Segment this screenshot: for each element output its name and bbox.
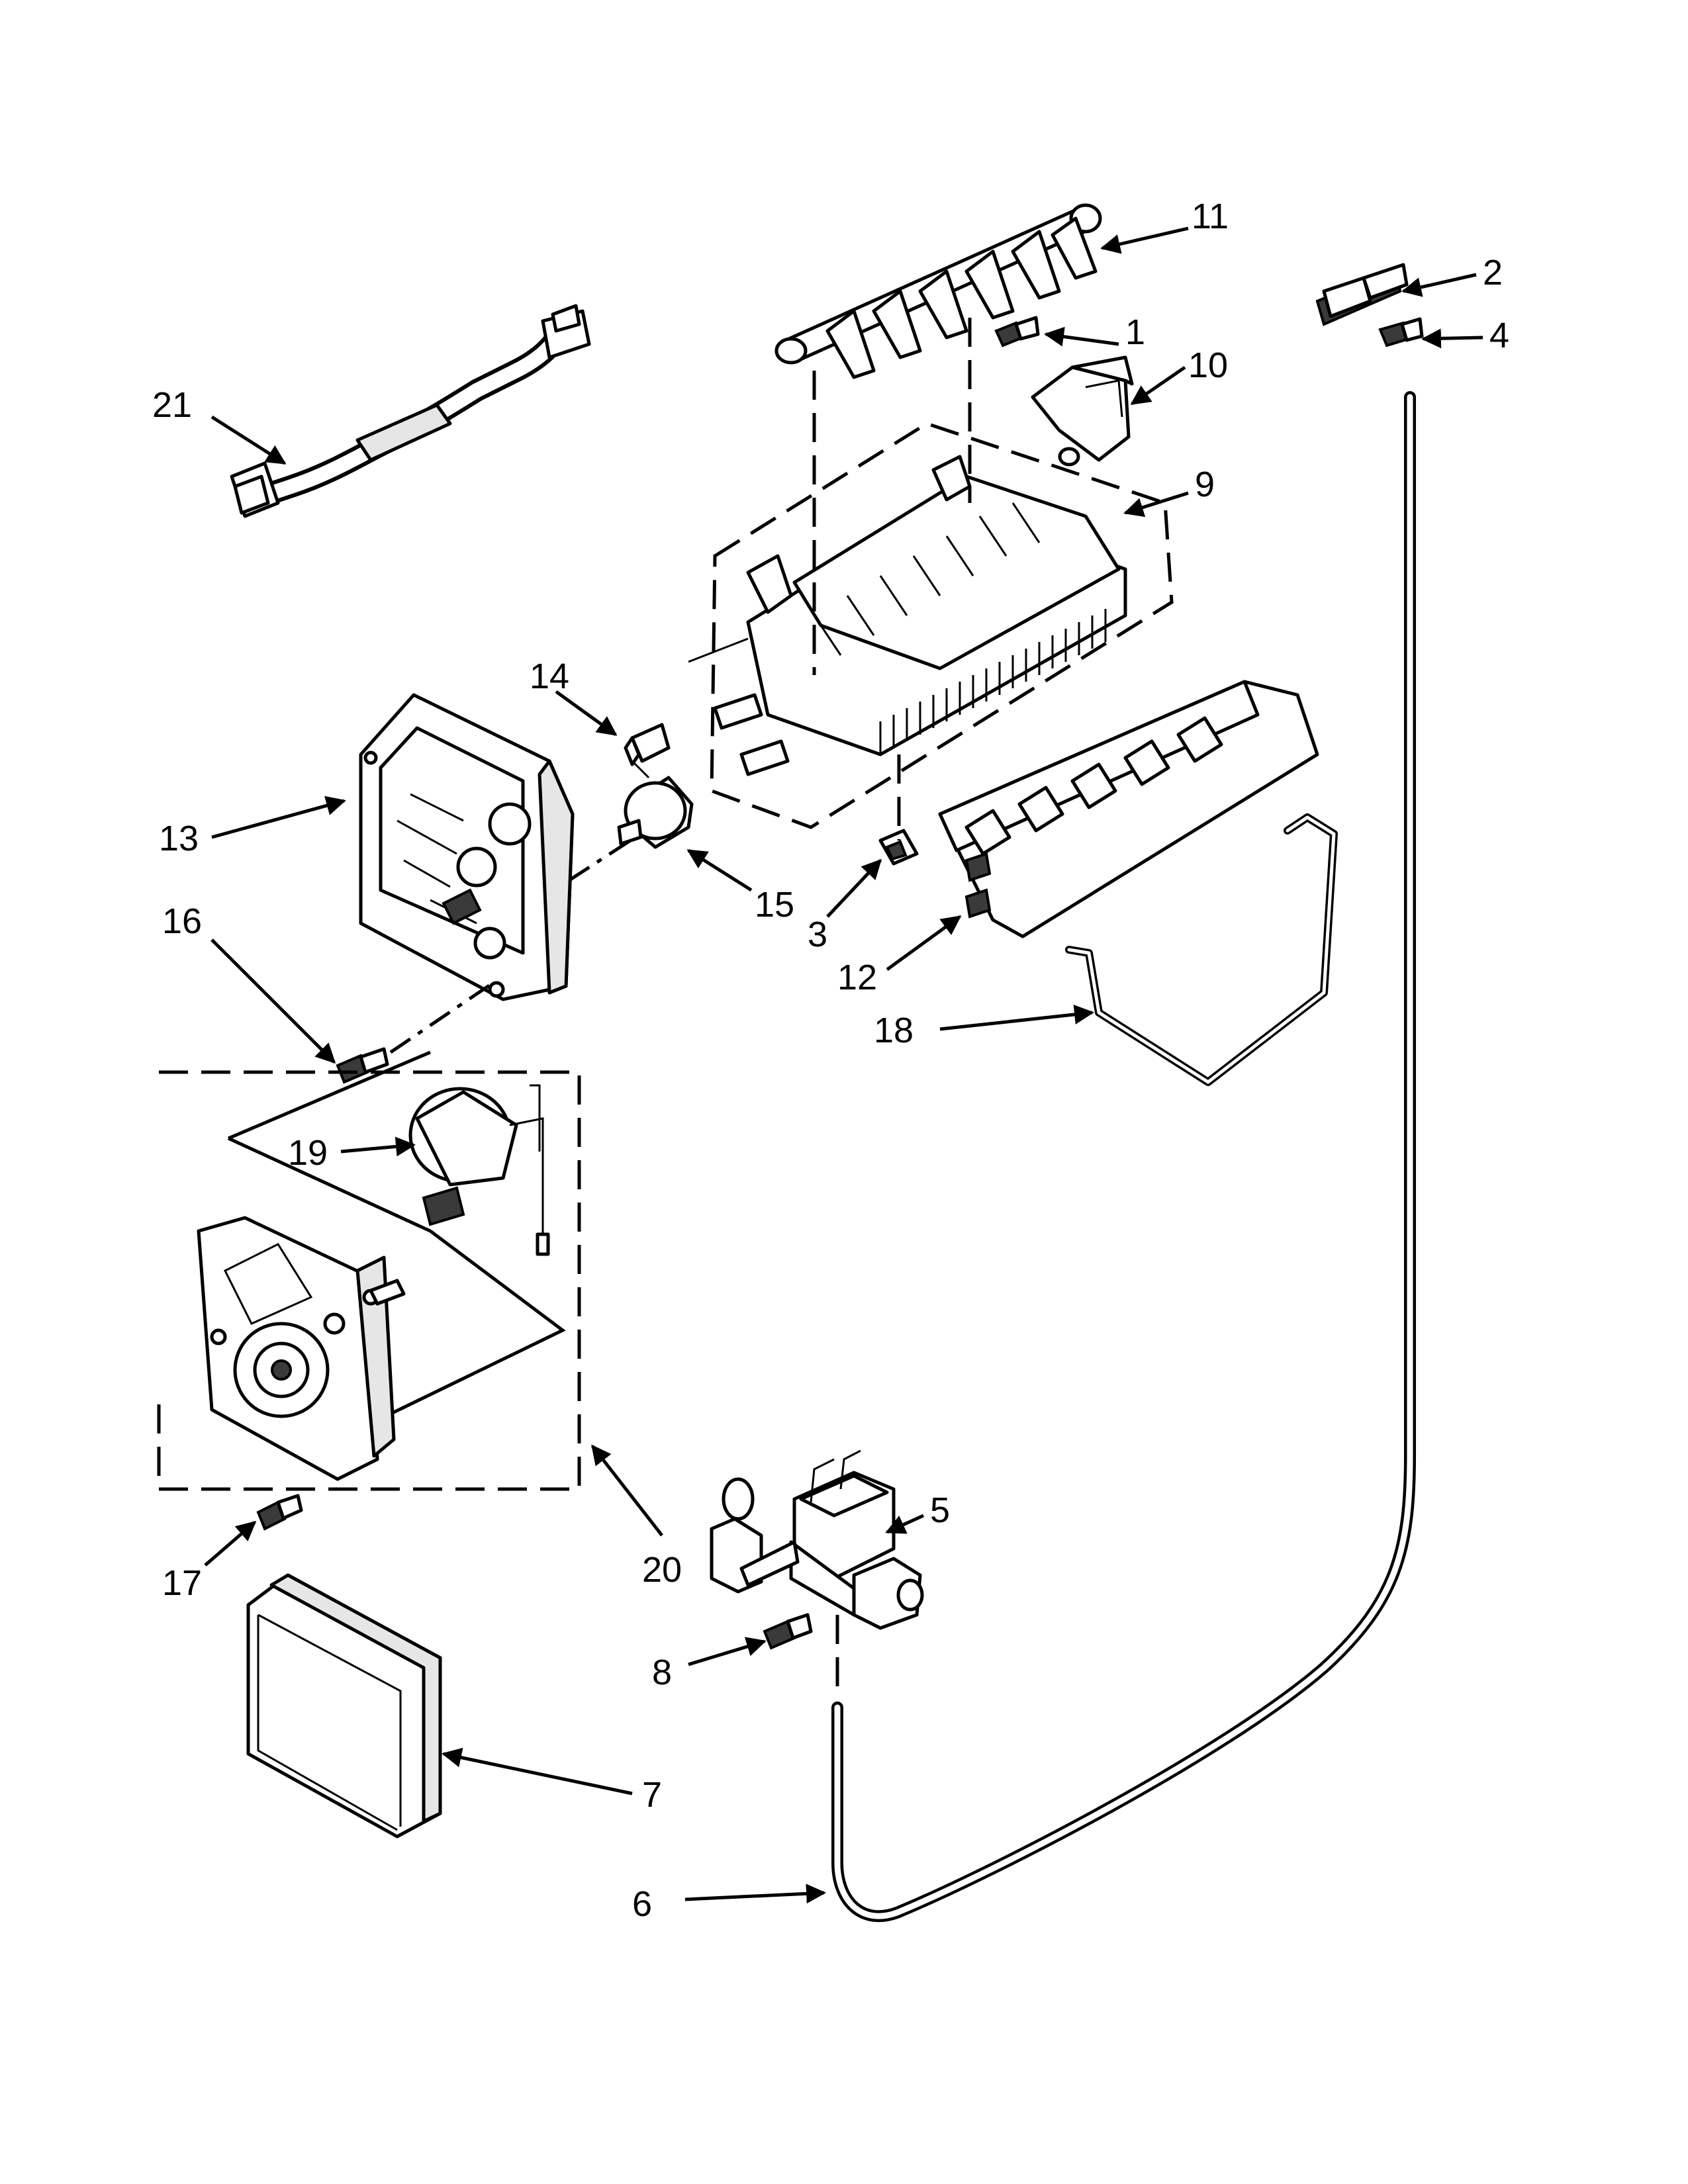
leader-3 bbox=[826, 858, 882, 918]
thermostat-part-15 bbox=[617, 760, 694, 849]
screw-part-1 bbox=[994, 316, 1040, 347]
ejector-part-11 bbox=[774, 203, 1102, 379]
housing-part-13 bbox=[359, 693, 575, 1001]
clip-part-14 bbox=[624, 723, 671, 766]
screw-part-17 bbox=[256, 1494, 303, 1531]
callout-17: 17 bbox=[162, 1563, 202, 1603]
module-plate bbox=[197, 1216, 406, 1481]
shutoff-arm-part-18 bbox=[1065, 813, 1338, 1086]
alignment-line-16 bbox=[389, 981, 494, 1054]
ice-bin-part-12 bbox=[938, 680, 1319, 938]
callout-5: 5 bbox=[930, 1490, 950, 1530]
leader-1 bbox=[1044, 326, 1119, 347]
callout-2: 2 bbox=[1483, 253, 1503, 293]
callout-10: 10 bbox=[1188, 345, 1228, 385]
callout-6: 6 bbox=[632, 1884, 652, 1924]
leader-15 bbox=[686, 848, 753, 892]
callout-21: 21 bbox=[152, 385, 192, 425]
leader-21 bbox=[211, 415, 287, 465]
callout-12: 12 bbox=[837, 958, 877, 997]
screw-part-4 bbox=[1378, 317, 1424, 347]
leader-13 bbox=[211, 796, 346, 839]
leader-4 bbox=[1421, 328, 1483, 349]
callout-1: 1 bbox=[1125, 312, 1145, 352]
screw-part-8 bbox=[763, 1613, 813, 1650]
ice-mold-part-9 bbox=[688, 422, 1174, 829]
callout-labels: 11 1 10 9 2 4 21 14 13 15 3 12 18 16 19 … bbox=[152, 197, 1509, 1924]
callout-19: 19 bbox=[288, 1133, 328, 1173]
leader-19 bbox=[340, 1136, 416, 1157]
callout-18: 18 bbox=[874, 1011, 914, 1050]
leader-14 bbox=[555, 690, 618, 737]
leader-16 bbox=[211, 938, 336, 1064]
clip-part-3 bbox=[878, 829, 919, 866]
callout-16: 16 bbox=[162, 901, 202, 941]
leader-7 bbox=[442, 1747, 633, 1796]
leader-6 bbox=[684, 1884, 826, 1904]
water-tube-part-6 bbox=[831, 391, 1416, 1923]
bracket-part-2 bbox=[1315, 263, 1409, 326]
fill-cup-part-10 bbox=[1031, 355, 1134, 467]
module-assembly-part-20 bbox=[157, 1050, 581, 1491]
leader-9 bbox=[1123, 491, 1189, 518]
leader-20 bbox=[591, 1444, 663, 1537]
leader-17 bbox=[204, 1521, 257, 1567]
leader-8 bbox=[688, 1637, 767, 1666]
callout-15: 15 bbox=[755, 885, 794, 925]
callout-14: 14 bbox=[530, 657, 569, 696]
water-valve-part-5 bbox=[710, 1449, 924, 1630]
leader-2 bbox=[1401, 273, 1477, 297]
leader-10 bbox=[1130, 365, 1186, 406]
leader-11 bbox=[1100, 226, 1189, 254]
leader-lines bbox=[204, 226, 1483, 1904]
callout-20: 20 bbox=[642, 1550, 682, 1590]
motor-part-19 bbox=[408, 1084, 550, 1256]
leader-18 bbox=[939, 1005, 1094, 1031]
leader-5 bbox=[885, 1514, 925, 1534]
callout-9: 9 bbox=[1195, 465, 1215, 504]
leader-12 bbox=[886, 915, 962, 972]
alignment-line-15 bbox=[568, 835, 637, 882]
callout-7: 7 bbox=[642, 1775, 662, 1815]
cover-part-7 bbox=[246, 1573, 442, 1839]
callout-4: 4 bbox=[1489, 316, 1509, 355]
callout-8: 8 bbox=[652, 1653, 672, 1692]
callout-11: 11 bbox=[1192, 197, 1229, 236]
screw-part-16 bbox=[336, 1047, 389, 1084]
callout-13: 13 bbox=[159, 819, 199, 858]
callout-3: 3 bbox=[808, 915, 827, 954]
wire-harness-part-21 bbox=[230, 304, 591, 518]
